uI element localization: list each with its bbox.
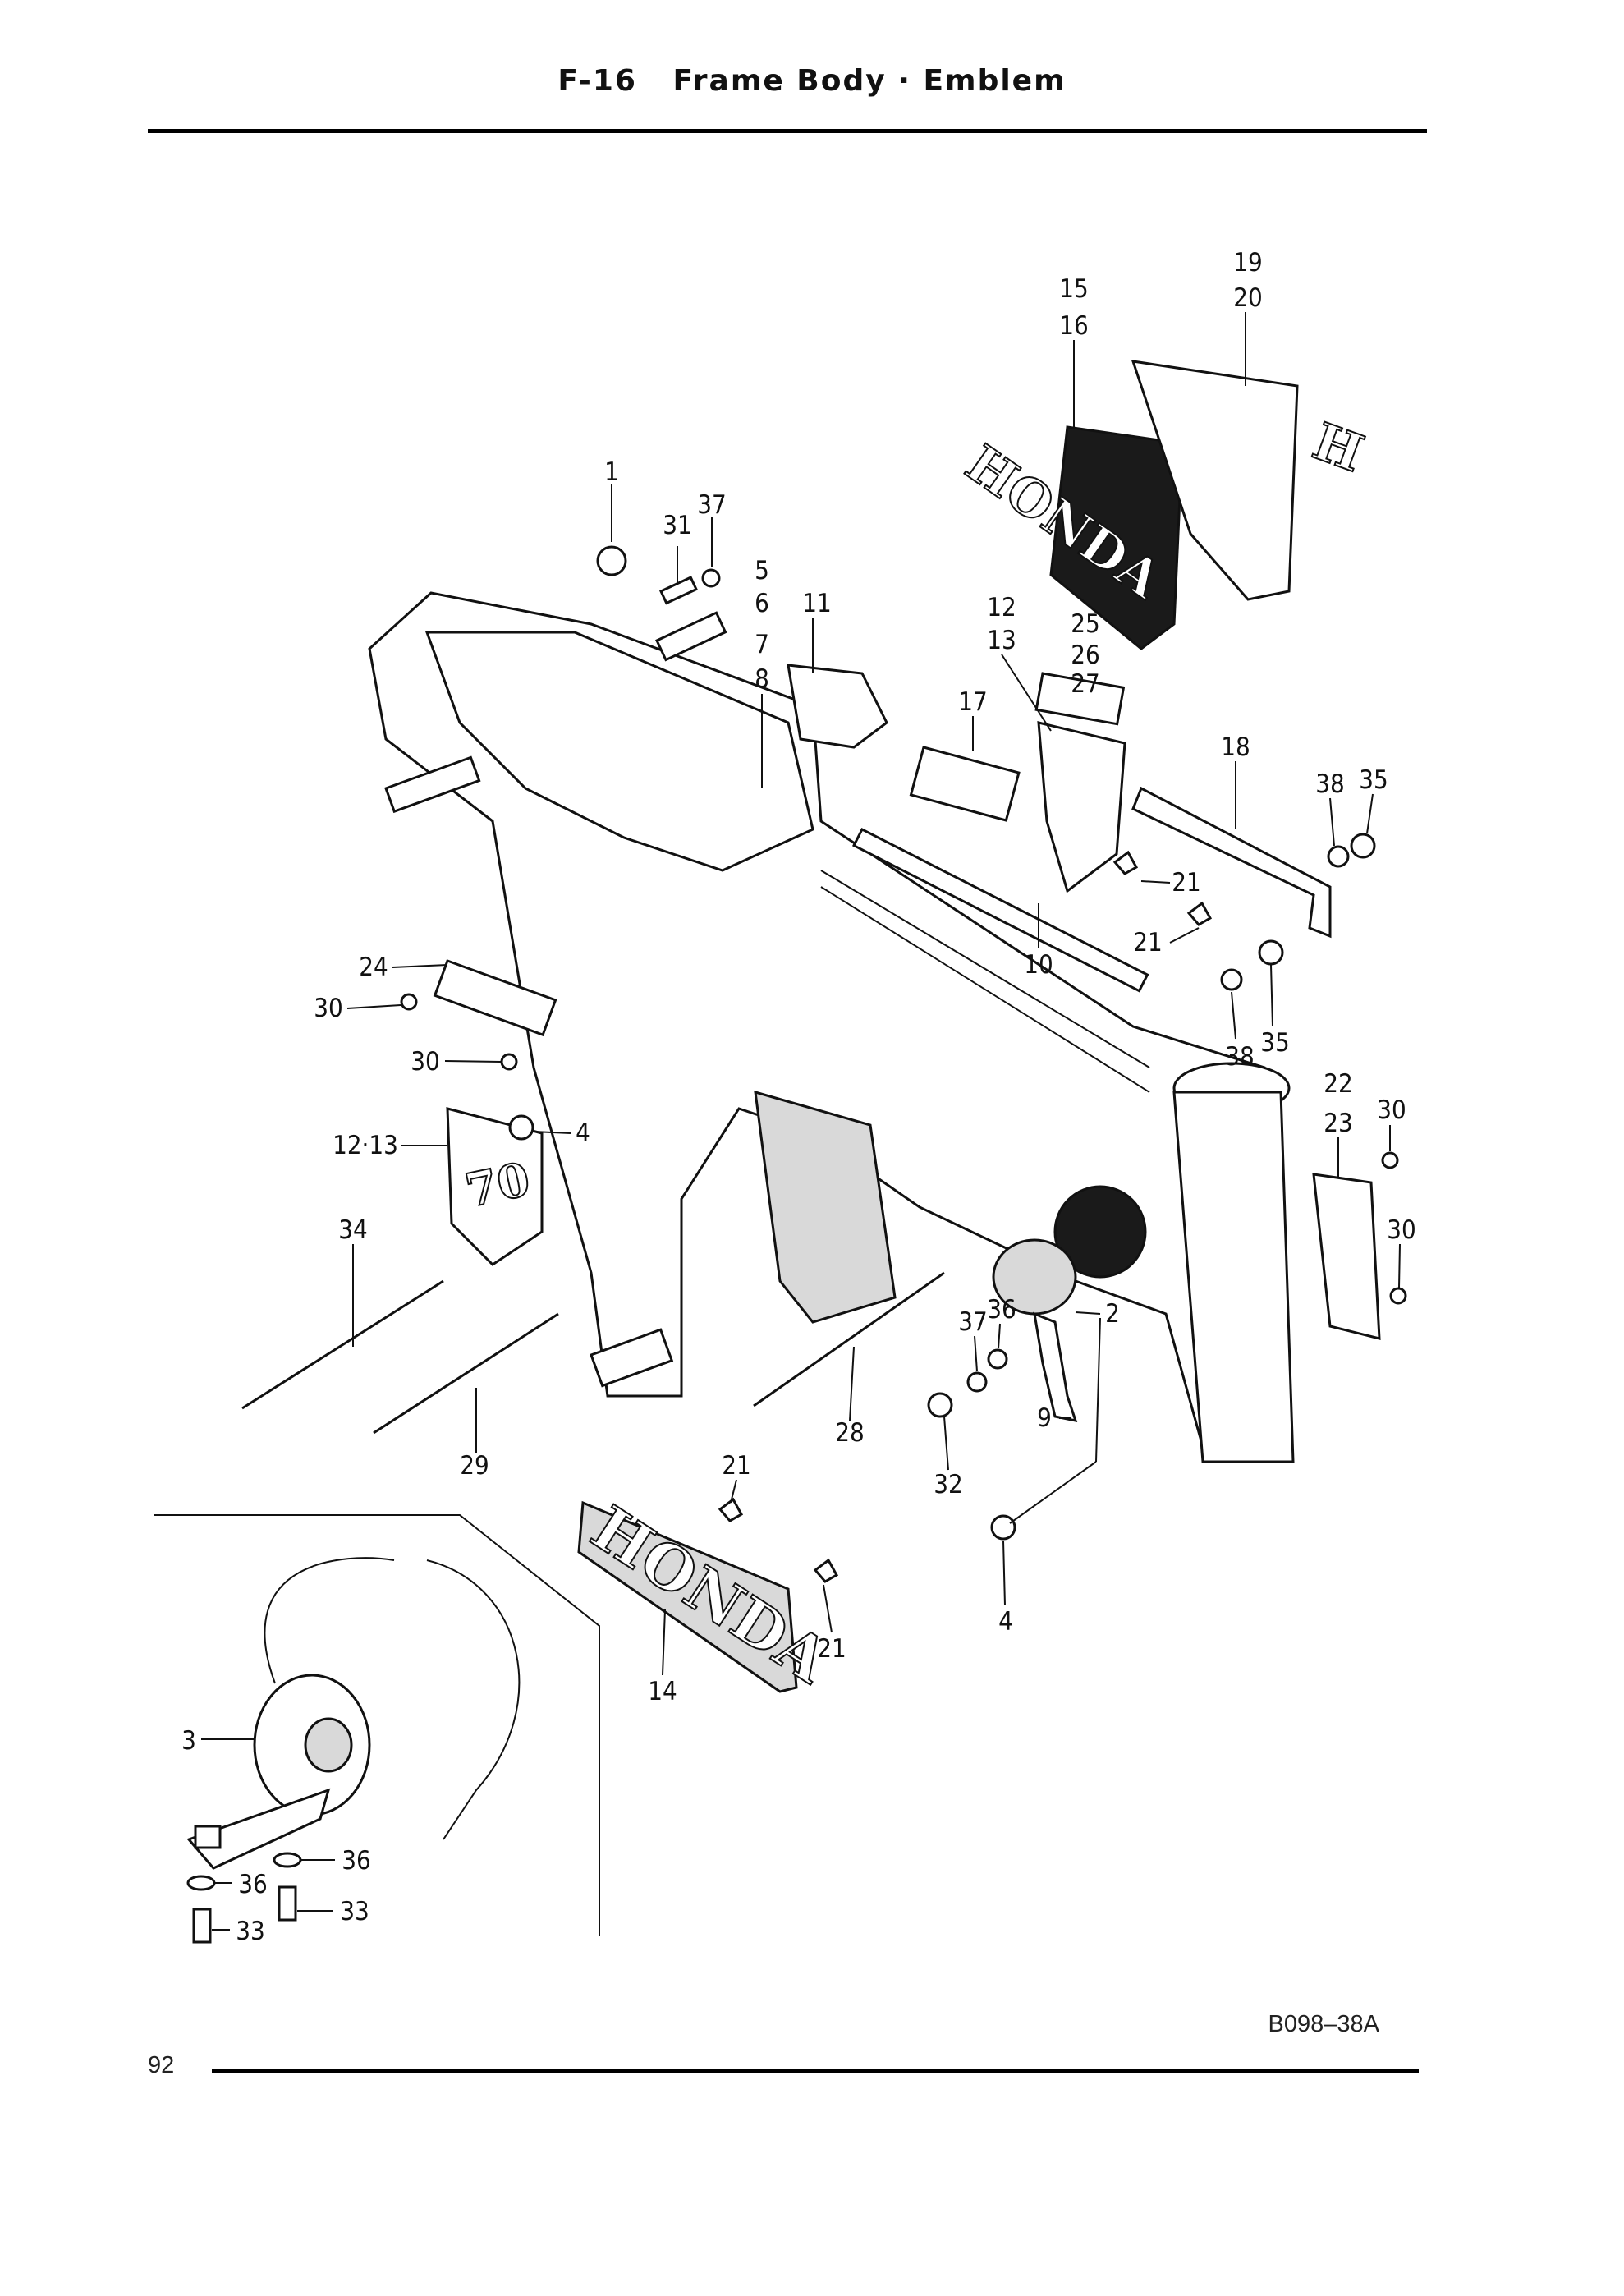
callout-33a: 33 — [236, 1917, 264, 1946]
callout-labels: 1 31 37 5 6 7 8 11 15 16 19 20 12 13 25 … — [181, 248, 1416, 1946]
inset-horn — [154, 1514, 600, 1944]
callout-21d: 21 — [817, 1634, 846, 1664]
callout-12-13: 12·13 — [333, 1131, 398, 1160]
drawing-reference-code: B098–38A — [1268, 2011, 1379, 2037]
callout-5: 5 — [755, 556, 769, 585]
callout-20: 20 — [1233, 283, 1262, 313]
callout-37: 37 — [697, 490, 726, 520]
callout-34: 34 — [338, 1215, 367, 1245]
callout-1: 1 — [604, 457, 619, 487]
page-title: F-16 Frame Body · Emblem — [557, 64, 1067, 98]
callout-14: 14 — [648, 1677, 677, 1706]
callout-15: 15 — [1059, 274, 1088, 304]
plate-17 — [909, 746, 1021, 822]
callout-35: 35 — [1359, 765, 1388, 795]
callout-33b: 33 — [340, 1897, 369, 1926]
plate-24 — [433, 959, 557, 1037]
callout-30b: 30 — [411, 1047, 439, 1077]
bolt-28 — [753, 1271, 945, 1407]
callout-21c: 21 — [722, 1451, 750, 1481]
bracket-18 — [1131, 786, 1332, 939]
callout-18: 18 — [1221, 732, 1250, 762]
page-number: 92 — [148, 2052, 175, 2078]
callout-4a: 4 — [576, 1118, 590, 1148]
callout-22: 22 — [1324, 1069, 1352, 1099]
badge-number: 70 — [461, 1152, 534, 1219]
callout-17: 17 — [958, 687, 987, 717]
callout-38b: 38 — [1225, 1042, 1254, 1072]
tank-emblem-set: HONDA H — [954, 360, 1372, 650]
callout-36a: 36 — [987, 1295, 1016, 1325]
callout-30a: 30 — [314, 994, 342, 1023]
honda-lettering-right: H — [1305, 411, 1371, 484]
callout-28: 28 — [835, 1418, 864, 1448]
honda-lettering-side: HONDA — [579, 1493, 842, 1697]
callout-19: 19 — [1233, 248, 1262, 278]
callout-23: 23 — [1324, 1109, 1352, 1138]
bolt-29 — [373, 1312, 559, 1435]
bolt-34 — [241, 1279, 444, 1410]
clip-21-group — [718, 850, 1213, 1583]
plate-25-27 — [1034, 672, 1126, 726]
side-badge: 70 — [446, 1107, 544, 1266]
callout-36c: 36 — [342, 1846, 370, 1876]
callout-12: 12 — [987, 593, 1016, 622]
cover-12-13 — [1037, 721, 1126, 893]
fastener-set — [400, 545, 1407, 1541]
callout-3: 3 — [181, 1726, 196, 1756]
side-rail — [851, 827, 1149, 993]
callout-35b: 35 — [1260, 1028, 1289, 1058]
callout-16: 16 — [1059, 311, 1088, 341]
callout-7: 7 — [755, 630, 769, 659]
callout-27: 27 — [1071, 669, 1099, 699]
callout-37b: 37 — [958, 1307, 987, 1337]
plate-22-23 — [1312, 1173, 1381, 1340]
callout-21b: 21 — [1133, 928, 1162, 957]
side-emblem-14: HONDA — [577, 1492, 842, 1698]
callout-2: 2 — [1105, 1299, 1120, 1329]
callout-9: 9 — [1037, 1403, 1052, 1433]
bracket-11 — [787, 664, 888, 749]
callout-10: 10 — [1024, 950, 1053, 980]
callout-8: 8 — [755, 664, 769, 694]
callout-11: 11 — [802, 589, 831, 618]
callout-25: 25 — [1071, 609, 1099, 639]
bracket-9 — [1033, 1311, 1078, 1422]
callout-32: 32 — [934, 1470, 962, 1499]
callout-6: 6 — [755, 589, 769, 618]
callout-26: 26 — [1071, 641, 1099, 670]
callout-4b: 4 — [998, 1607, 1013, 1637]
footer-rule — [212, 2069, 1419, 2073]
header-rule — [148, 129, 1427, 133]
callout-13: 13 — [987, 626, 1016, 655]
callout-24: 24 — [359, 953, 388, 982]
callout-30d: 30 — [1387, 1215, 1415, 1245]
callout-31: 31 — [663, 511, 691, 540]
callout-21a: 21 — [1172, 868, 1200, 898]
callout-29: 29 — [460, 1451, 489, 1481]
callout-38: 38 — [1315, 769, 1344, 799]
callout-30c: 30 — [1377, 1095, 1406, 1125]
callout-36b: 36 — [238, 1870, 267, 1899]
